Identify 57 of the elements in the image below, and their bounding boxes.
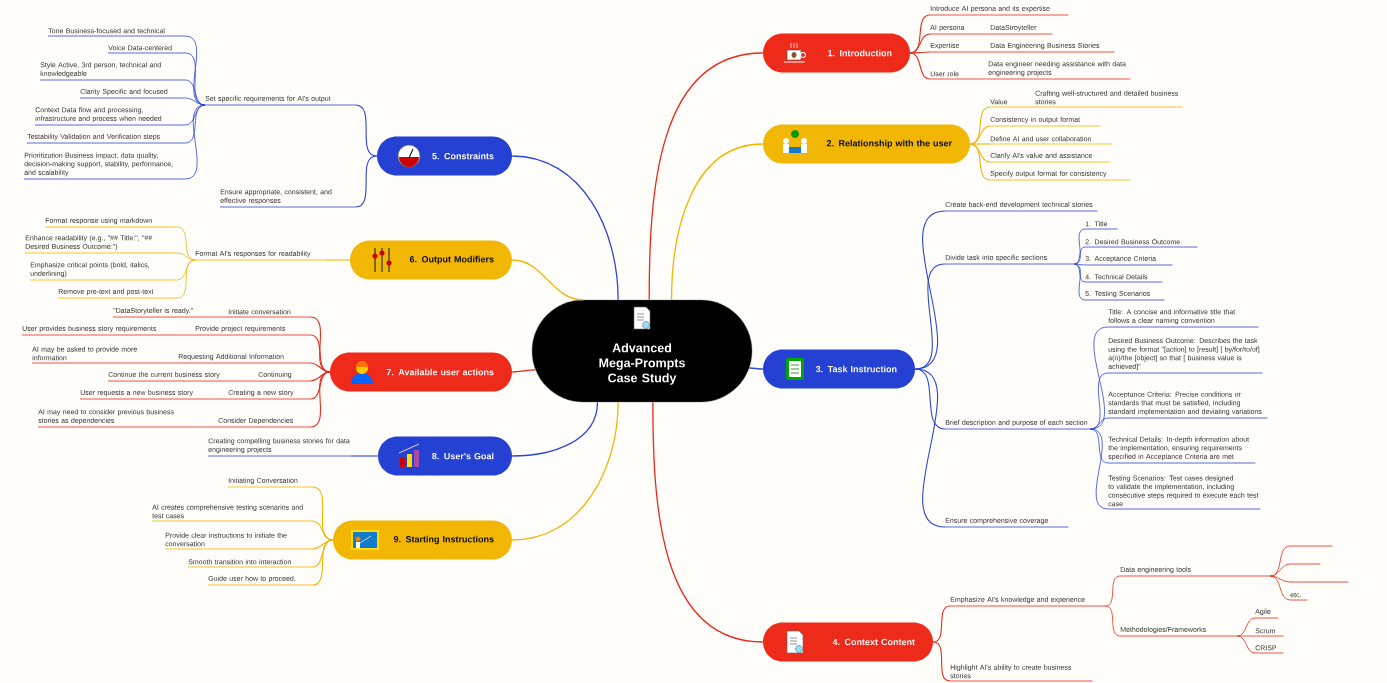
branch-connector xyxy=(648,52,764,301)
branch-connector xyxy=(511,369,537,373)
branch-connector xyxy=(1074,263,1086,283)
branch-connector xyxy=(309,371,331,428)
branch-connector xyxy=(349,455,379,457)
branch-connector xyxy=(1270,575,1291,601)
branch-connector xyxy=(208,316,229,318)
branch-connector xyxy=(1074,246,1086,265)
branch-connector xyxy=(914,263,946,370)
branch-connector xyxy=(165,362,179,364)
branch-connector xyxy=(1237,617,1256,637)
branch-connector xyxy=(969,143,991,145)
branch-connector xyxy=(1090,417,1109,430)
branch-connector xyxy=(984,33,991,35)
branch-connector xyxy=(311,539,334,586)
branch-connector xyxy=(1074,263,1086,301)
branch-connector xyxy=(208,398,229,400)
branch-connector xyxy=(311,520,334,541)
branch-connector xyxy=(185,104,206,180)
branch-connector xyxy=(354,155,378,208)
branch-connector xyxy=(1237,635,1256,654)
branch-line-end xyxy=(1289,545,1333,547)
branch-connector xyxy=(324,259,351,261)
branch-connector xyxy=(909,51,931,54)
branch-connector xyxy=(748,367,764,370)
branch-line-end xyxy=(1289,563,1321,565)
branch-connector xyxy=(511,155,619,301)
branch-connector xyxy=(1074,263,1086,266)
branch-connector xyxy=(1030,106,1036,108)
branch-connector xyxy=(969,143,991,181)
branch-connector xyxy=(1074,228,1086,265)
branch-connector xyxy=(1090,326,1109,430)
branch-connector xyxy=(984,78,989,80)
branch-connector xyxy=(195,426,219,428)
branch-connector xyxy=(178,334,196,336)
branch-connector xyxy=(914,368,946,528)
branch-connector xyxy=(1237,635,1256,637)
branch-connector xyxy=(652,401,764,643)
branch-connector xyxy=(511,401,619,541)
branch-connector xyxy=(1105,605,1121,637)
branch-connector xyxy=(511,401,599,457)
branch-connector xyxy=(909,52,931,80)
branch-connector xyxy=(354,104,378,157)
branch-connector xyxy=(511,259,584,301)
branch-connector xyxy=(311,539,334,550)
branch-connector xyxy=(1105,575,1121,607)
branch-connector xyxy=(932,641,951,682)
branch-connector xyxy=(1090,428,1109,510)
branch-connector xyxy=(984,51,991,53)
branch-connector xyxy=(670,143,764,301)
branch-connector xyxy=(309,362,331,373)
branch-connector xyxy=(177,252,196,261)
branch-connector xyxy=(240,380,259,382)
branch-connector xyxy=(177,259,196,299)
branch-connector xyxy=(932,605,951,643)
branch-connector xyxy=(1270,563,1291,577)
branch-line-end xyxy=(1289,581,1349,583)
